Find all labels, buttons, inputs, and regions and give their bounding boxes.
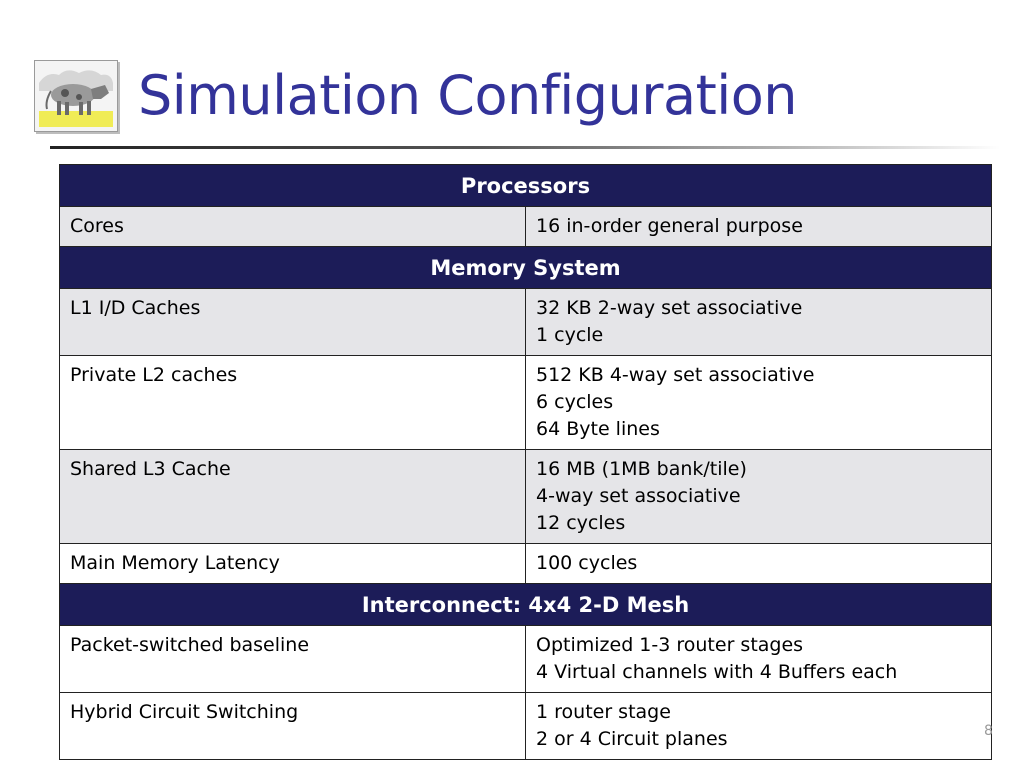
section-header-row: Processors (59, 164, 992, 207)
table-row: Shared L3 Cache 16 MB (1MB bank/tile) 4-… (59, 449, 992, 544)
table-row: Private L2 caches 512 KB 4-way set assoc… (59, 355, 992, 450)
row-label: Hybrid Circuit Switching (59, 692, 526, 760)
row-value: 16 MB (1MB bank/tile) 4-way set associat… (525, 449, 992, 544)
value-line: 16 MB (1MB bank/tile) (536, 458, 747, 480)
table-row: Hybrid Circuit Switching 1 router stage … (59, 692, 992, 760)
value-line: 6 cycles (536, 391, 614, 413)
value-line: 32 KB 2-way set associative (536, 297, 803, 319)
simulation-config-table: Processors Cores 16 in-order general pur… (59, 164, 992, 760)
value-line: 64 Byte lines (536, 418, 660, 440)
section-header-interconnect: Interconnect: 4x4 2-D Mesh (59, 583, 992, 626)
section-header-processors: Processors (59, 164, 992, 207)
row-label: Shared L3 Cache (59, 449, 526, 544)
section-header-row: Interconnect: 4x4 2-D Mesh (59, 583, 992, 626)
slide-number: 8 (984, 723, 993, 739)
value-line: 4-way set associative (536, 485, 741, 507)
row-label: L1 I/D Caches (59, 288, 526, 356)
table-row: Main Memory Latency 100 cycles (59, 543, 992, 584)
row-label: Cores (59, 206, 526, 247)
value-line: 12 cycles (536, 512, 626, 534)
section-header-row: Memory System (59, 246, 992, 289)
value-line: 2 or 4 Circuit planes (536, 728, 728, 750)
row-value: 32 KB 2-way set associative 1 cycle (525, 288, 992, 356)
row-value: 16 in-order general purpose (525, 206, 992, 247)
value-line: 512 KB 4-way set associative (536, 364, 815, 386)
title-divider (50, 146, 1000, 149)
value-line: Optimized 1-3 router stages (536, 634, 804, 656)
value-line: 16 in-order general purpose (536, 215, 803, 237)
value-line: 1 router stage (536, 701, 671, 723)
row-value: 512 KB 4-way set associative 6 cycles 64… (525, 355, 992, 450)
table-row: L1 I/D Caches 32 KB 2-way set associativ… (59, 288, 992, 356)
row-value: Optimized 1-3 router stages 4 Virtual ch… (525, 625, 992, 693)
value-line: 1 cycle (536, 324, 604, 346)
row-value: 1 router stage 2 or 4 Circuit planes (525, 692, 992, 760)
table-row: Packet-switched baseline Optimized 1-3 r… (59, 625, 992, 693)
cow-logo-icon (34, 60, 118, 132)
row-label: Main Memory Latency (59, 543, 526, 584)
row-value: 100 cycles (525, 543, 992, 584)
row-label: Packet-switched baseline (59, 625, 526, 693)
value-line: 100 cycles (536, 552, 638, 574)
slide-title: Simulation Configuration (138, 64, 798, 127)
value-line: 4 Virtual channels with 4 Buffers each (536, 661, 898, 683)
table-row: Cores 16 in-order general purpose (59, 206, 992, 247)
row-label: Private L2 caches (59, 355, 526, 450)
section-header-memory-system: Memory System (59, 246, 992, 289)
